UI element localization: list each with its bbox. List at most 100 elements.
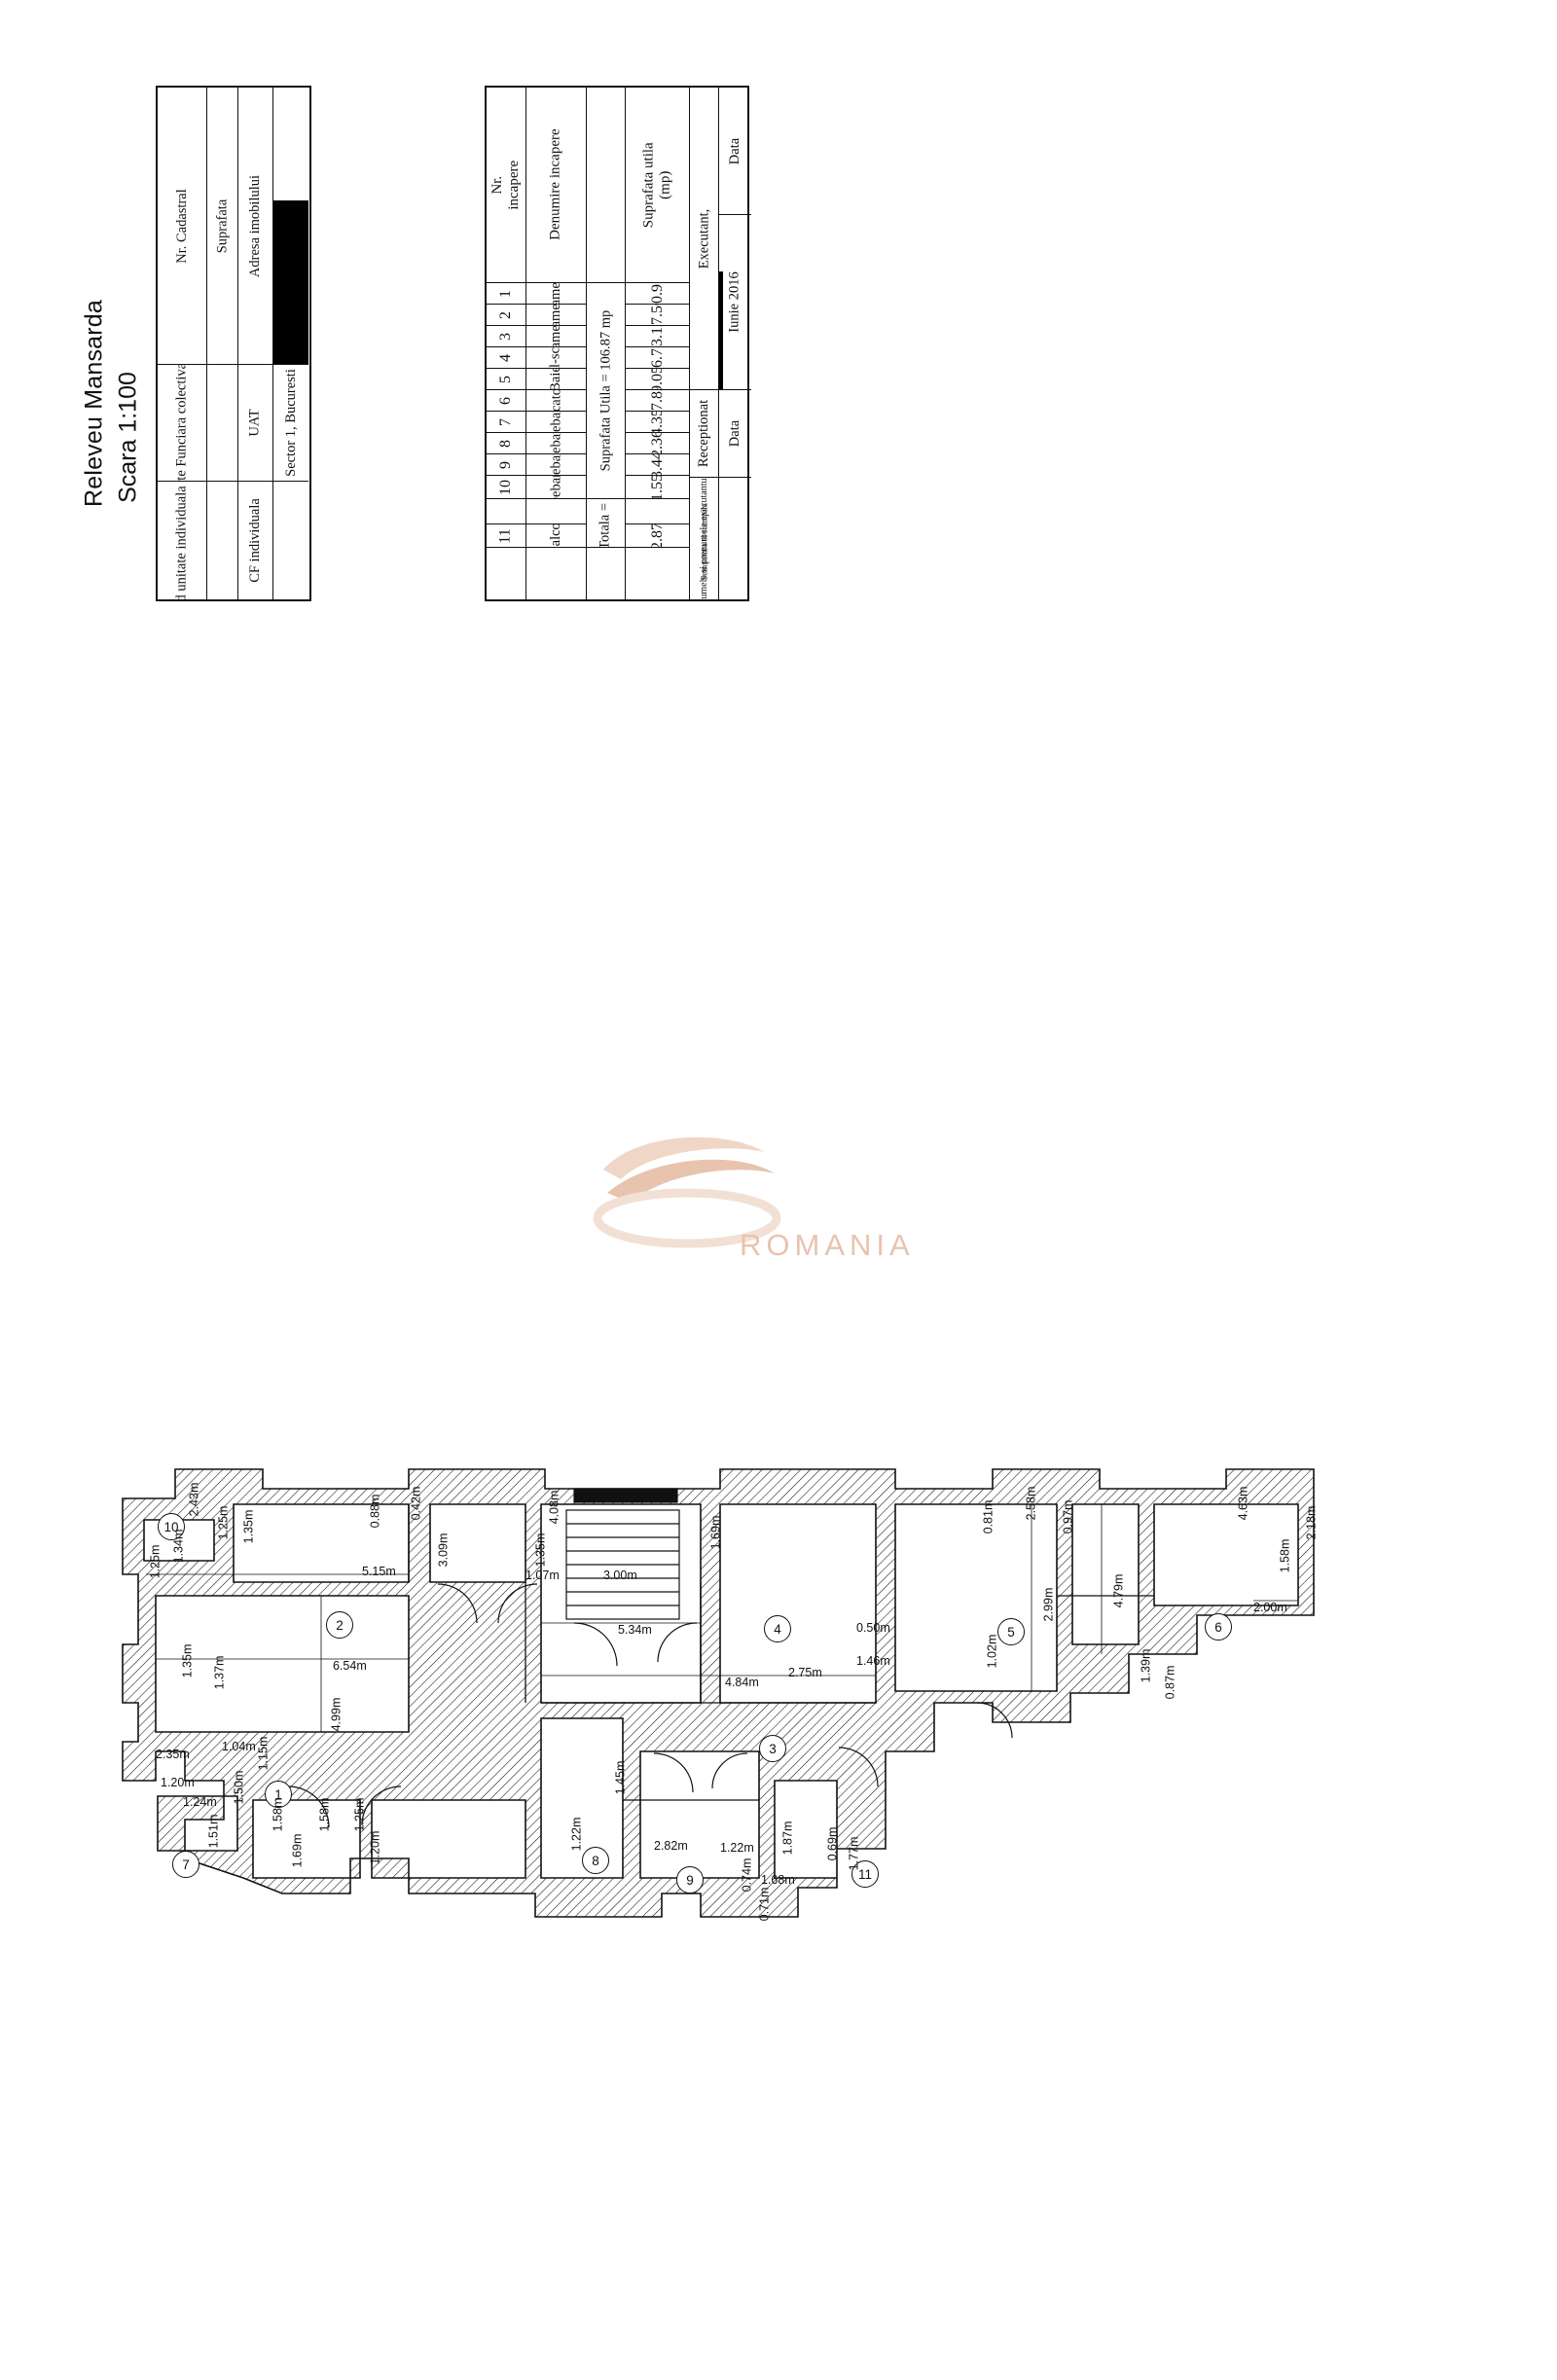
dimension-label: 1.77m (847, 1836, 861, 1871)
scale-label: Scara 1:100 (114, 372, 142, 503)
date-footer-cell (719, 477, 751, 599)
rooms-header-name: Denumire incapere (526, 88, 586, 282)
dimension-label: 5.15m (362, 1565, 396, 1578)
dimension-label: 2.75m (788, 1666, 822, 1679)
dimension-label: 2.82m (654, 1839, 688, 1853)
row-name-7: Debara (526, 411, 586, 432)
row-name-11: Balcon (526, 523, 586, 547)
dimension-label: 2.99m (1041, 1587, 1056, 1622)
rooms-col-number: Nr. incapere 1 2 3 4 5 6 7 8 9 10 11 (487, 88, 525, 599)
dimension-label: 1.37m (212, 1655, 227, 1690)
dimension-label: 1.02m (985, 1634, 999, 1669)
rooms-col-signatory-labels: Executant, Receptionat Numele si prenume… (689, 88, 718, 599)
row-nr-6: 6 (487, 389, 525, 411)
id-cell-uat-value: Sector 1, Bucuresti (273, 364, 308, 481)
id-value-cod-unitate (207, 481, 237, 599)
dimension-label: 1.58m (317, 1797, 332, 1832)
room-marker-5: 5 (997, 1618, 1025, 1645)
dimension-label: 1.35m (533, 1533, 548, 1568)
id-cell-uat: UAT (238, 364, 272, 481)
id-value-carte-funciara (207, 364, 237, 481)
subtotal-name-gap (526, 498, 586, 523)
dimension-label: 1.69m (708, 1515, 723, 1550)
dimension-label: 1.25m (216, 1505, 231, 1540)
row-name-3: Camera (526, 325, 586, 346)
dimension-label: 1.04m (222, 1740, 256, 1753)
interior-partitions (408, 1504, 1154, 1801)
signature-notes-cell: Numele si prenumele executantului: Semna… (690, 477, 718, 599)
rooms-header-area-line1: Suprafata utila (640, 142, 657, 228)
dimension-label: 0.74m (740, 1857, 754, 1893)
row-name-9: Debara (526, 453, 586, 475)
dimension-label: 3.09m (436, 1533, 451, 1568)
receptionat-cell: Receptionat (690, 389, 718, 477)
data-label-cell-1: Data (719, 88, 751, 214)
row-nr-11: 11 (487, 523, 525, 547)
rooms-header-name-label: Denumire incapere (547, 128, 563, 241)
dimension-label: 6.54m (333, 1659, 367, 1673)
data-label-2: Data (727, 419, 742, 448)
dimension-label: 4.99m (329, 1697, 344, 1732)
dimension-label: 0.69m (825, 1826, 840, 1861)
row-name-2: Camera (526, 304, 586, 325)
room-marker-11: 11 (851, 1860, 879, 1888)
row-area-3: 13.12 (626, 325, 689, 346)
room-marker-10: 10 (158, 1513, 185, 1540)
dimension-label: 1.20m (368, 1830, 382, 1865)
rooms-col-summary: Suprafata Utila = 106.87 mp Suprafata To… (586, 88, 625, 599)
dimension-label: 1.15m (256, 1736, 271, 1771)
subtotal-gap (487, 498, 525, 523)
staircase-symbol (565, 1488, 680, 1620)
row-nr-1: 1 (487, 282, 525, 304)
dimension-label: 1.87m (780, 1821, 795, 1856)
watermark: ROMANIA (574, 1109, 983, 1284)
row-area-7: 4.35 (626, 411, 689, 432)
receptionat-label: Receptionat (696, 399, 712, 468)
dimension-label: 1.39m (1139, 1648, 1153, 1683)
rooms-header-nr: Nr. incapere (487, 88, 525, 282)
row-nr-5: 5 (487, 368, 525, 389)
redaction-bar-signature (719, 271, 723, 389)
id-cell-nr-cadastral: Nr. Cadastral (158, 88, 206, 364)
dimension-label: 4.63m (1236, 1486, 1250, 1521)
row-nr-4: 4 (487, 346, 525, 368)
document-title-block: Releveu Mansarda Scara 1:100 (70, 300, 142, 603)
dimension-label: 1.35m (241, 1509, 256, 1544)
id-label-cf-individuala: CF individuala (247, 498, 264, 583)
rooms-col-date: Data Iunie 2016 Data (718, 88, 751, 599)
dimension-label: 1.20m (161, 1776, 195, 1789)
room-marker-3: 3 (759, 1735, 786, 1762)
rooms-header-area: Suprafata utila (mp) (626, 88, 689, 282)
row-name-4: Hol-scara (526, 346, 586, 368)
dimension-label: 2.35m (156, 1748, 190, 1761)
id-cell-adresa-imobilului: Adresa imobilului (238, 88, 272, 364)
dimension-label: 2.18m (1304, 1505, 1319, 1540)
subtotal-label: Suprafata Utila = 106.87 mp (597, 309, 614, 472)
id-col-suprafata: Suprafata (206, 88, 237, 599)
dimension-label: 0.87m (1163, 1665, 1177, 1700)
dimension-label: 0.88m (368, 1494, 382, 1529)
dimension-lines (146, 1504, 1298, 1732)
row-area-9: 3.44 (626, 453, 689, 475)
dimension-label: 1.58m (1278, 1538, 1292, 1573)
summary-utila: Suprafata Utila = 106.87 mp (587, 282, 625, 498)
row-nr-10: 10 (487, 475, 525, 498)
dimension-label: 1.50m (232, 1770, 246, 1805)
row-nr-2: 2 (487, 304, 525, 325)
room-marker-1: 1 (265, 1781, 292, 1808)
id-cell-carte-funciara: Carte Funciara colectiva nr. (158, 364, 206, 481)
summary-totala: Suprafata Totala = 109.74 mp (587, 498, 625, 547)
room-marker-8: 8 (582, 1847, 609, 1874)
row-nr-9: 9 (487, 453, 525, 475)
row-area-4: 16.71 (626, 346, 689, 368)
executant-label: Executant, (696, 208, 712, 269)
dimension-label: 5.34m (618, 1623, 652, 1637)
dimension-label: 1.68m (761, 1873, 795, 1887)
page-title: Releveu Mansarda (80, 299, 108, 508)
id-cell-cod-unitate: Cod unitate individuala (U) (158, 481, 206, 599)
room-marker-7: 7 (172, 1851, 199, 1878)
data-label-cell-2: Data (719, 389, 751, 477)
dimension-label: 1.07m (525, 1569, 560, 1582)
dimension-label: 2.00m (1253, 1601, 1287, 1614)
id-label-cod-unitate: Cod unitate individuala (U) (173, 481, 190, 599)
